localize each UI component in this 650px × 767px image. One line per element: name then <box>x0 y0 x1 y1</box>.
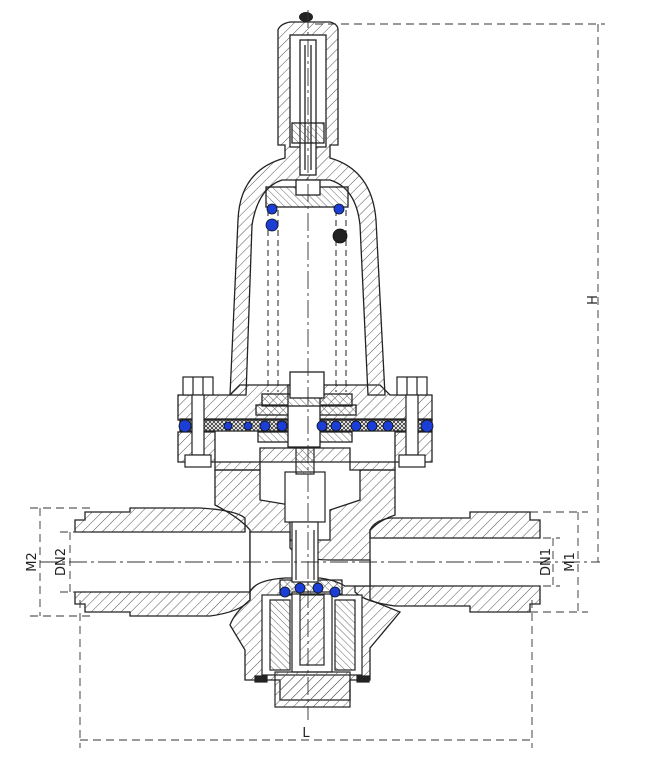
center-lines <box>40 10 600 720</box>
dimension-label-m1: M1 <box>563 552 578 572</box>
dimension-label-dn2: DN2 <box>54 548 69 576</box>
dimension-label-m2: M2 <box>25 552 40 572</box>
spring-seat-seal <box>332 228 348 244</box>
dimension-lines <box>30 23 605 748</box>
inlet-pipe-wall-bottom <box>74 591 251 617</box>
bottom-plug-assembly <box>254 579 370 708</box>
seal-rings <box>178 203 434 598</box>
bonnet <box>229 21 386 407</box>
inlet-pipe-wall-top <box>74 507 246 533</box>
outlet-pipe-wall-top <box>369 511 541 539</box>
dimension-label-dn1: DN1 <box>539 548 554 576</box>
lower-flange <box>177 431 433 471</box>
flange-bolt-left <box>182 376 214 468</box>
flange-bolt-right <box>396 376 428 468</box>
dimension-label-l: L <box>302 726 310 741</box>
dimension-label-h: H <box>586 295 601 305</box>
cap-top-knob <box>299 12 313 22</box>
